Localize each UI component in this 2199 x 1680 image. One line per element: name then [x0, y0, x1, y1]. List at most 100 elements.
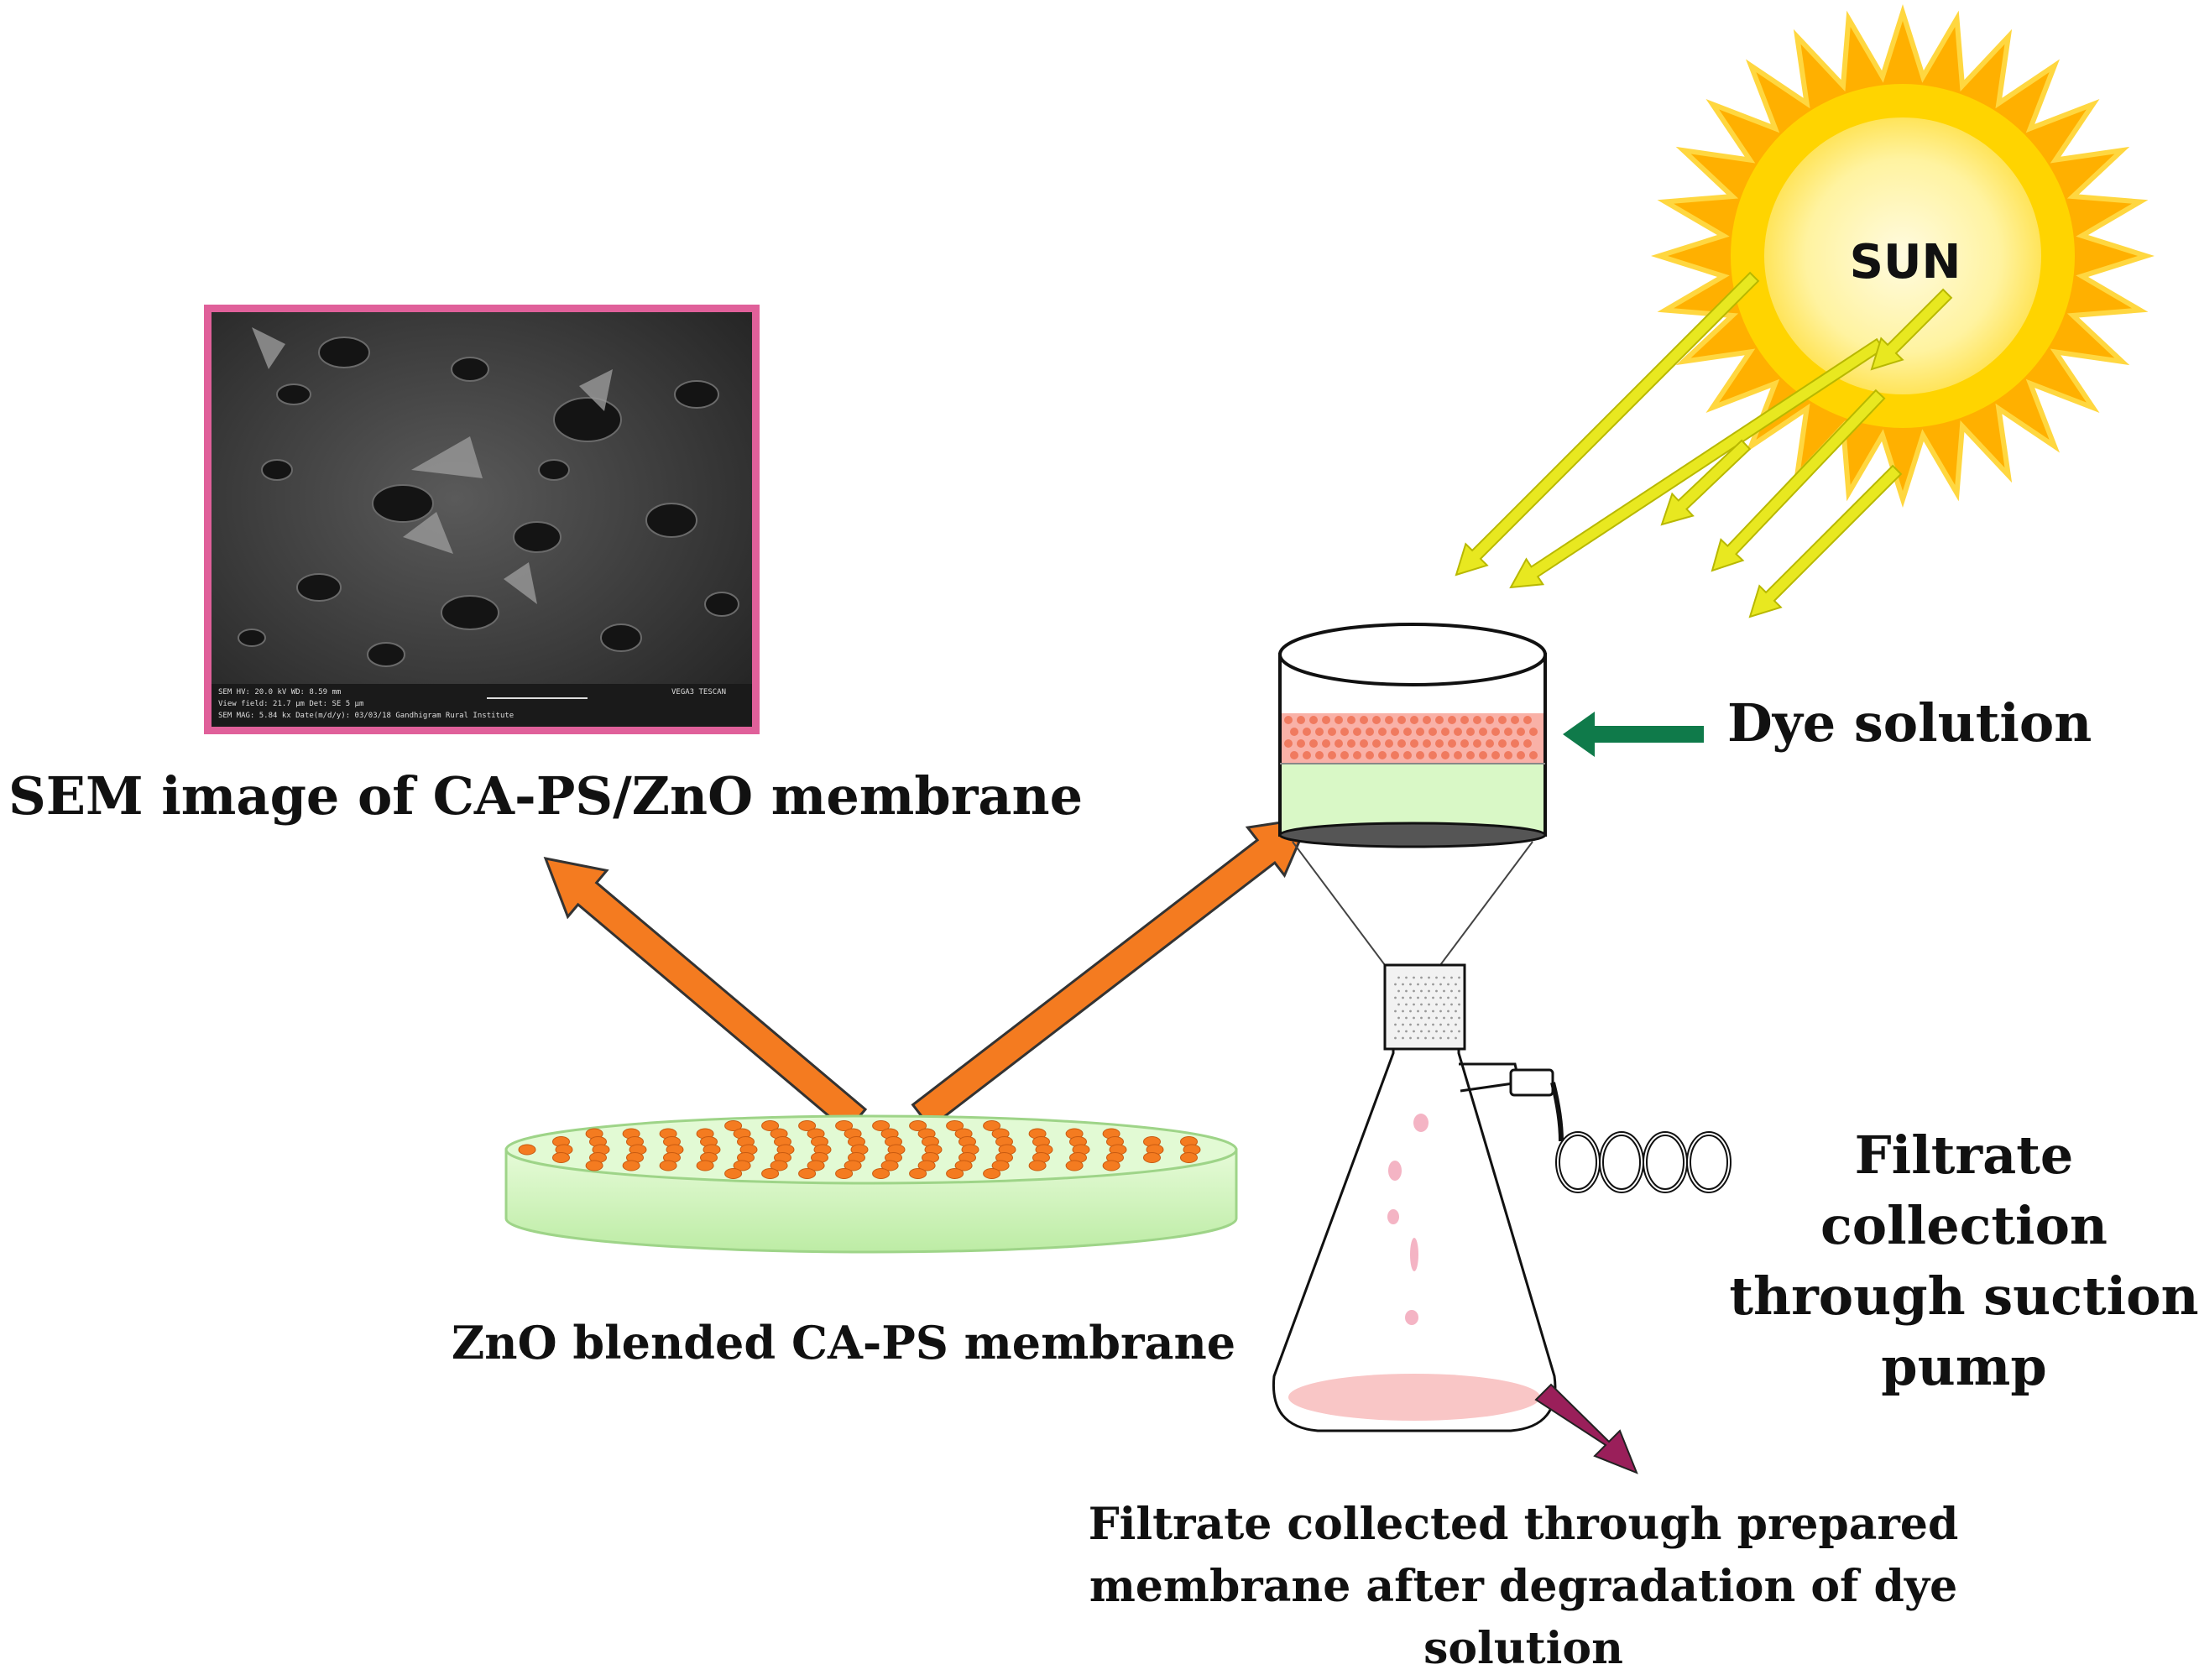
zno-particle: [946, 1120, 964, 1131]
stopper-dot: [1447, 1023, 1449, 1026]
stopper-dot: [1397, 1003, 1400, 1006]
stopper-dot: [1413, 1030, 1415, 1033]
zno-particle: [770, 1160, 788, 1171]
dye-particle: [1523, 739, 1532, 748]
stopper-dot: [1420, 1030, 1423, 1033]
dye-particle: [1366, 728, 1374, 736]
stopper-dot: [1405, 1030, 1408, 1033]
dye-particle: [1466, 728, 1475, 736]
zno-particle: [1102, 1160, 1120, 1171]
stopper-dot: [1443, 1016, 1445, 1020]
stopper-dot: [1428, 976, 1430, 979]
dye-particle: [1448, 739, 1456, 748]
light-ray-arrow: [1748, 464, 1903, 618]
suction-tube: [1509, 1068, 1732, 1193]
zno-particle: [585, 1160, 603, 1171]
stopper-dot: [1397, 976, 1400, 979]
zno-particle: [518, 1144, 536, 1156]
dye-particle: [1347, 739, 1355, 748]
tube-connector: [1509, 1068, 1554, 1097]
dye-particle: [1523, 716, 1532, 724]
dye-particle: [1460, 739, 1469, 748]
dye-particle: [1486, 716, 1494, 724]
stopper-dot: [1424, 1010, 1427, 1013]
dye-particle: [1454, 751, 1462, 759]
sem-info-corner: VEGA3 TESCAN: [671, 688, 727, 697]
sem-pore: [441, 595, 499, 630]
stopper-dot: [1458, 1016, 1460, 1020]
tube-coil-highlight: [1688, 1133, 1730, 1192]
dye-particle: [1466, 751, 1475, 759]
arrow-dye-pointer: [1563, 712, 1704, 757]
stopper-dot: [1397, 989, 1400, 993]
stopper-dot: [1447, 996, 1449, 999]
sem-pore: [674, 380, 719, 409]
stopper-dot: [1405, 989, 1408, 993]
zno-particle: [909, 1168, 927, 1179]
dye-particle: [1429, 751, 1437, 759]
dye-particle: [1454, 728, 1462, 736]
orange-arrows: [543, 817, 1312, 1134]
stopper-dot: [1455, 983, 1457, 986]
stopper-dot: [1424, 983, 1427, 986]
stopper-dot: [1424, 996, 1427, 999]
stopper-dot: [1409, 983, 1412, 986]
stopper-dot: [1409, 1010, 1412, 1013]
stopper-dot: [1450, 989, 1453, 993]
filtrate-drops: [1387, 1114, 1429, 1325]
sem-info-row-2: View field: 21.7 µm Det: SE 5 µm: [218, 700, 364, 708]
dye-particle: [1290, 728, 1298, 736]
stopper-dot: [1424, 1023, 1427, 1026]
zno-particle: [552, 1152, 570, 1163]
stopper-dot: [1428, 1030, 1430, 1033]
stopper-dot: [1447, 983, 1449, 986]
dye-particle: [1448, 716, 1456, 724]
stopper-dot: [1420, 976, 1423, 979]
dye-particle: [1517, 728, 1525, 736]
stopper-dot: [1455, 1010, 1457, 1013]
sem-flake: [411, 436, 483, 478]
stopper-dot: [1417, 996, 1419, 999]
stopper-dot: [1435, 1003, 1438, 1006]
stopper-dot: [1432, 1010, 1434, 1013]
diagram-canvas: SUN SEM HV: 20.0 kV WD: 8.59 mm View fie…: [8, 4, 2199, 1674]
dye-particle: [1284, 739, 1293, 748]
sem-pore: [553, 397, 622, 442]
sem-flake: [579, 369, 613, 411]
arrow-membrane-to-funnel: [911, 817, 1312, 1130]
tube-coil-highlight: [1557, 1133, 1599, 1192]
stopper-texture: [1394, 976, 1460, 1040]
filtrate-caption: Filtrate collected through prepared memb…: [1088, 1499, 1959, 1674]
dye-particle: [1403, 751, 1412, 759]
zno-particle: [798, 1120, 817, 1131]
dye-particle: [1385, 716, 1393, 724]
sem-flake: [403, 512, 453, 554]
dye-particle: [1322, 739, 1330, 748]
dye-particle: [1517, 751, 1525, 759]
zno-particle: [724, 1168, 743, 1179]
dye-particle: [1353, 728, 1361, 736]
dye-particle: [1511, 739, 1519, 748]
sem-pore: [238, 629, 266, 647]
stopper-dot: [1397, 1016, 1400, 1020]
zno-particle: [659, 1160, 677, 1171]
stopper-dot: [1458, 989, 1460, 993]
filter-flask: [1272, 963, 1557, 1432]
stopper-dot: [1455, 1023, 1457, 1026]
stopper-dot: [1428, 1003, 1430, 1006]
dye-particle: [1360, 716, 1368, 724]
sem-info-row-3: SEM MAG: 5.84 kx Date(m/d/y): 03/03/18 G…: [218, 712, 514, 720]
zno-particle: [991, 1160, 1010, 1171]
dye-particle: [1335, 739, 1343, 748]
dye-particle: [1486, 739, 1494, 748]
stopper-dot: [1413, 989, 1415, 993]
stopper-dot: [1458, 1003, 1460, 1006]
dye-particle: [1372, 716, 1381, 724]
light-ray-arrow: [1455, 271, 1760, 577]
zno-particles: [518, 1120, 1201, 1179]
dye-particle: [1410, 739, 1418, 748]
zno-particle: [872, 1120, 891, 1131]
zno-particle: [1028, 1160, 1047, 1171]
filter-funnel: [1278, 623, 1547, 966]
dye-particle: [1315, 728, 1324, 736]
